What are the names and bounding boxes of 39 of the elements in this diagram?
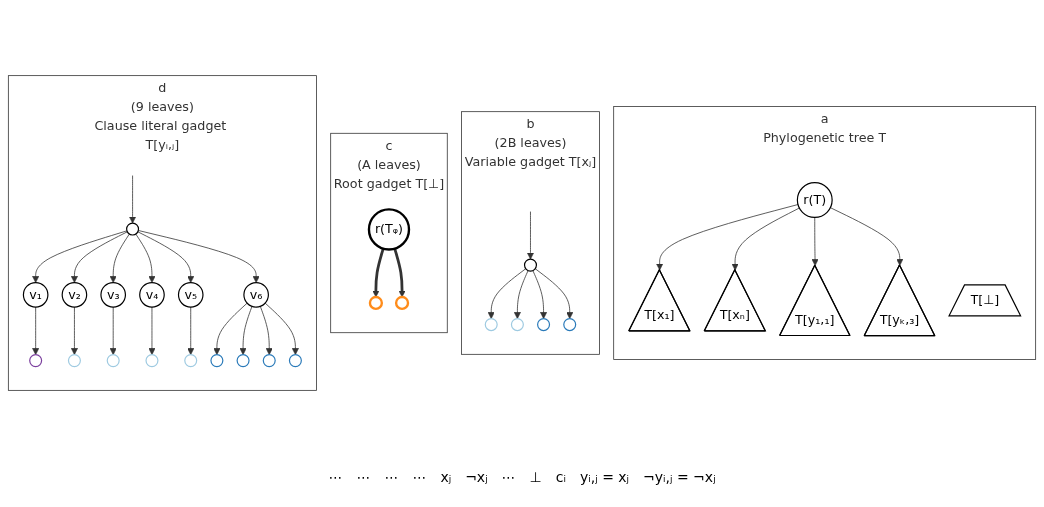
node-circle: r(Tᵩ) bbox=[367, 207, 411, 251]
node-circle bbox=[537, 317, 551, 331]
node-circle: v₆ bbox=[243, 281, 269, 308]
node-circle: r(T) bbox=[796, 181, 833, 218]
bracket-label: ⊥ bbox=[529, 469, 542, 485]
node-circle bbox=[106, 353, 120, 367]
bracket-label: ⋯ bbox=[356, 469, 371, 485]
node-circle bbox=[29, 353, 43, 367]
node-circle bbox=[145, 353, 159, 367]
node-circle bbox=[184, 353, 198, 367]
bracket-label: ¬xⱼ bbox=[465, 469, 488, 485]
cluster: b (2B leaves) Variable gadget T[xⱼ] bbox=[461, 110, 600, 355]
node-circle bbox=[563, 317, 577, 331]
node-circle bbox=[288, 353, 302, 367]
node-circle bbox=[236, 353, 250, 367]
bracket-label: ⋯ bbox=[384, 469, 399, 485]
node-circle bbox=[262, 353, 276, 367]
bracket-label: ⋯ bbox=[412, 469, 427, 485]
bracket-label: ¬yᵢ,ⱼ = ¬xⱼ bbox=[643, 469, 716, 485]
bracket-label: ⋯ bbox=[501, 469, 516, 485]
bracket-label: xⱼ bbox=[440, 469, 452, 485]
arrow bbox=[372, 247, 385, 297]
node-circle bbox=[394, 295, 410, 310]
node-circle bbox=[523, 258, 538, 272]
node-circle: v₄ bbox=[139, 281, 165, 308]
node-circle: v₅ bbox=[177, 281, 204, 308]
bracket-label: yᵢ,ⱼ = xⱼ bbox=[580, 469, 630, 485]
bracket-label: ⋯ bbox=[328, 469, 343, 485]
node-circle bbox=[368, 295, 384, 310]
bracket-label: cᵢ bbox=[555, 469, 566, 485]
node-circle: v₂ bbox=[61, 281, 88, 308]
node-circle: v₁ bbox=[22, 281, 49, 308]
node-circle bbox=[510, 317, 524, 331]
node-circle: v₃ bbox=[100, 281, 127, 308]
node-circle bbox=[484, 317, 498, 331]
arrow bbox=[393, 247, 406, 297]
node-circle bbox=[210, 353, 224, 367]
node-circle bbox=[67, 353, 81, 367]
node-circle bbox=[126, 222, 140, 236]
